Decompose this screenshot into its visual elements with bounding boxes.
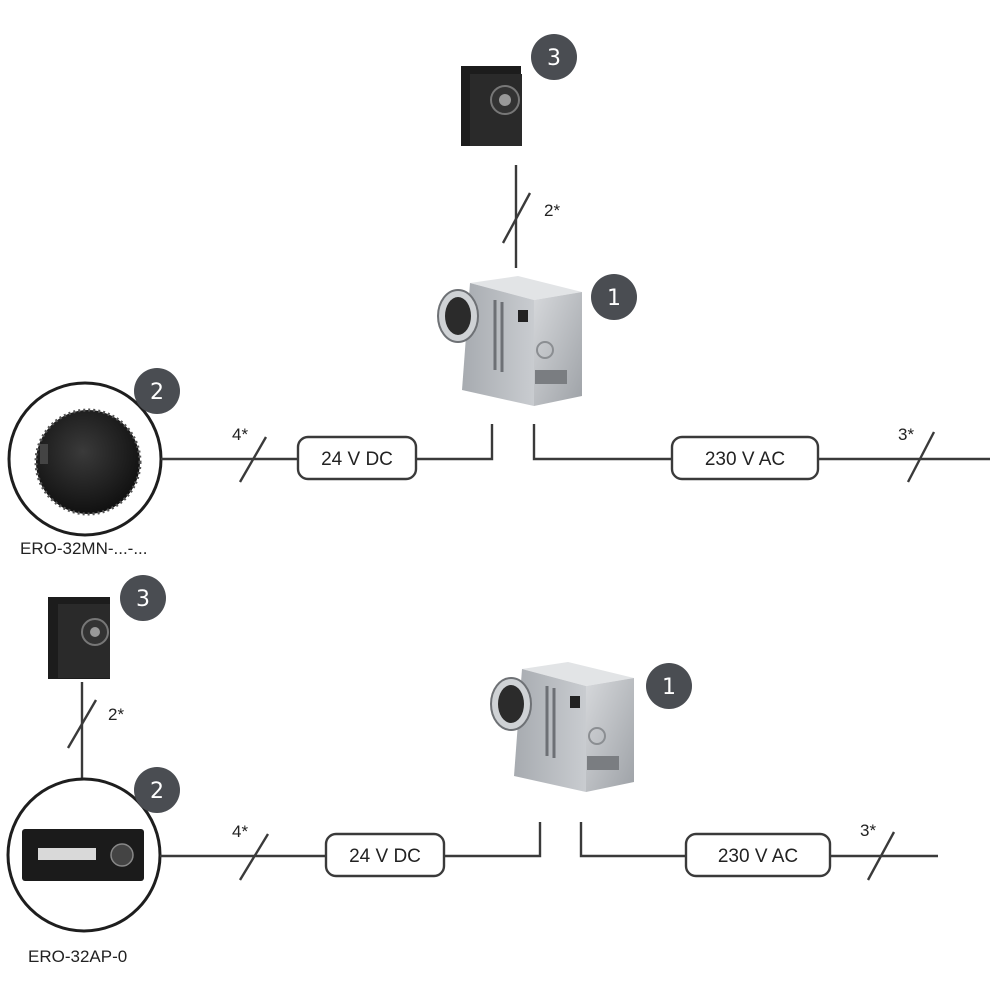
mains-feed	[581, 822, 687, 856]
thermostat-cable-count: 2*	[544, 201, 560, 220]
controller-cable-count: 4*	[232, 425, 248, 444]
badge-thermostat-number: 3	[136, 587, 150, 612]
thermostat-device	[48, 597, 110, 679]
badge-thermostat: 3	[120, 575, 166, 621]
thermostat-cable-count: 2*	[108, 705, 124, 724]
controller-device	[9, 383, 161, 535]
fan-unit	[438, 276, 582, 406]
mains-cable-count: 3*	[898, 425, 914, 444]
badge-controller-number: 2	[150, 779, 164, 804]
badge-thermostat-number: 3	[547, 46, 561, 71]
badge-fan-unit: 1	[646, 663, 692, 709]
system-bottom: 3 2* 1	[8, 575, 938, 966]
mains-cable-count: 3*	[860, 821, 876, 840]
fan-unit	[491, 662, 634, 792]
mains-label: 230 V AC	[705, 449, 785, 470]
controller-model-label: ERO-32AP-0	[28, 947, 127, 966]
badge-fan-unit-number: 1	[607, 286, 621, 311]
badge-thermostat: 3	[531, 34, 577, 80]
badge-fan-unit-number: 1	[662, 675, 676, 700]
mains-feed	[534, 424, 673, 459]
mains-label: 230 V AC	[718, 846, 798, 867]
low-voltage-label: 24 V DC	[321, 449, 393, 470]
controller-cable-count: 4*	[232, 822, 248, 841]
badge-controller: 2	[134, 767, 180, 813]
thermostat-device	[461, 66, 522, 146]
controller-device	[8, 779, 160, 931]
controller-display-icon	[38, 848, 96, 860]
low-voltage-label: 24 V DC	[349, 846, 421, 867]
controller-knob-icon	[111, 844, 133, 866]
system-top: 3 2* 1	[9, 34, 990, 558]
badge-fan-unit: 1	[591, 274, 637, 320]
low-voltage-feed	[416, 424, 492, 459]
low-voltage-feed	[444, 822, 540, 856]
controller-model-label: ERO-32MN-...-...	[20, 539, 148, 558]
badge-controller-number: 2	[150, 380, 164, 405]
badge-controller: 2	[134, 368, 180, 414]
